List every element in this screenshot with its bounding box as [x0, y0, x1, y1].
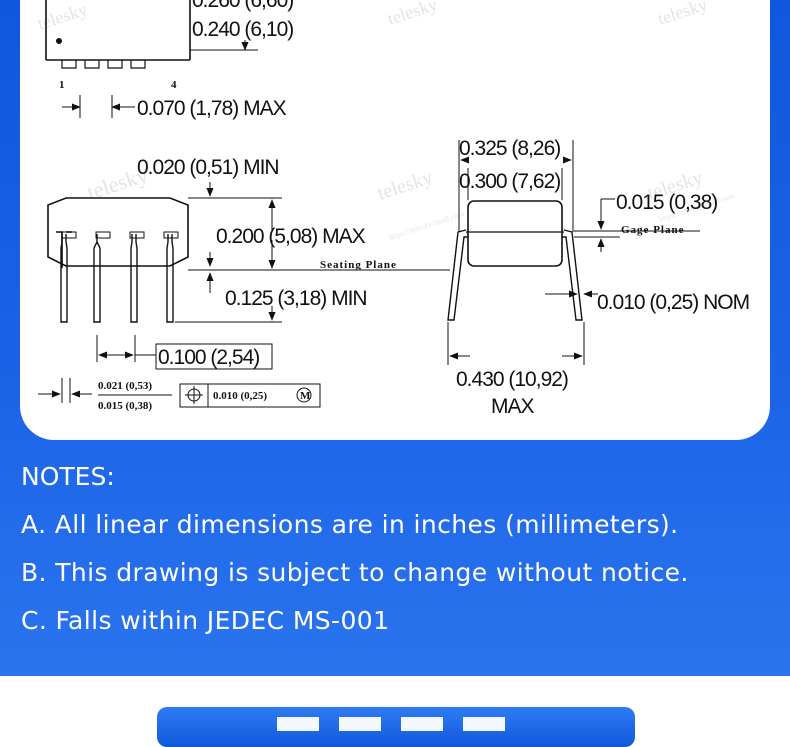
side-dimension-lines [38, 182, 450, 403]
pitch-box [155, 343, 273, 370]
dim-lead-offset: 0.070 (1,78) MAX [137, 97, 287, 120]
dim-top-partial: 0.260 (6,60) [192, 0, 293, 12]
dim-lead-length: 0.125 (3,18) MIN [225, 287, 367, 310]
dim-lead-thickness: 0.015 (0,38) [616, 191, 717, 214]
dim-span-max-suffix: MAX [491, 395, 535, 418]
note-b: B. This drawing is subject to change wit… [21, 558, 689, 587]
dim-body-width: 0.240 (6,10) [192, 18, 293, 41]
banner-heading-glyphs [277, 717, 517, 731]
dim-pitch: 0.100 (2,54) [158, 346, 259, 369]
note-a: A. All linear dimensions are in inches (… [21, 510, 679, 539]
notes-title: NOTES: [21, 462, 115, 491]
seating-plane-label: Seating Plane [320, 259, 397, 271]
dim-width-max: 0.325 (8,26) [459, 137, 560, 160]
end-dimension-lines [447, 140, 700, 365]
watermark-brand: telesky [375, 166, 436, 204]
dim-min-standoff: 0.020 (0,51) MIN [137, 156, 279, 179]
dim-width-min: 0.300 (7,62) [459, 170, 560, 193]
top-view [45, 0, 258, 118]
dim-max-height: 0.200 (5,08) MAX [216, 225, 366, 248]
lead-width-max: 0.021 (0,53) [98, 380, 152, 392]
watermark-url: https://telesky.tmall.com [388, 209, 466, 242]
gage-plane-label: Gage Plane [621, 224, 684, 236]
pin-4-label: 4 [171, 79, 177, 91]
tolerance-modifier: M [300, 390, 311, 402]
watermark-brand: telesky [35, 0, 90, 34]
next-section-banner [157, 707, 635, 747]
dim-lead-nominal: 0.010 (0,25) NOM [597, 291, 749, 314]
notes-section: NOTES: A. All linear dimensions are in i… [21, 462, 781, 654]
dim-span-max: 0.430 (10,92) [456, 368, 568, 391]
tolerance-frame [179, 383, 321, 408]
side-view [47, 197, 189, 323]
watermark-brand: telesky [655, 0, 710, 29]
lead-width-min: 0.015 (0,38) [98, 400, 152, 412]
tolerance-value: 0.010 (0,25) [213, 390, 267, 402]
mechanical-drawing: telesky telesky telesky telesky telesky … [35, 0, 750, 418]
watermark-brand: telesky [385, 0, 440, 29]
note-c: C. Falls within JEDEC MS-001 [21, 606, 390, 635]
pin-1-label: 1 [59, 79, 65, 91]
end-view [447, 200, 583, 321]
